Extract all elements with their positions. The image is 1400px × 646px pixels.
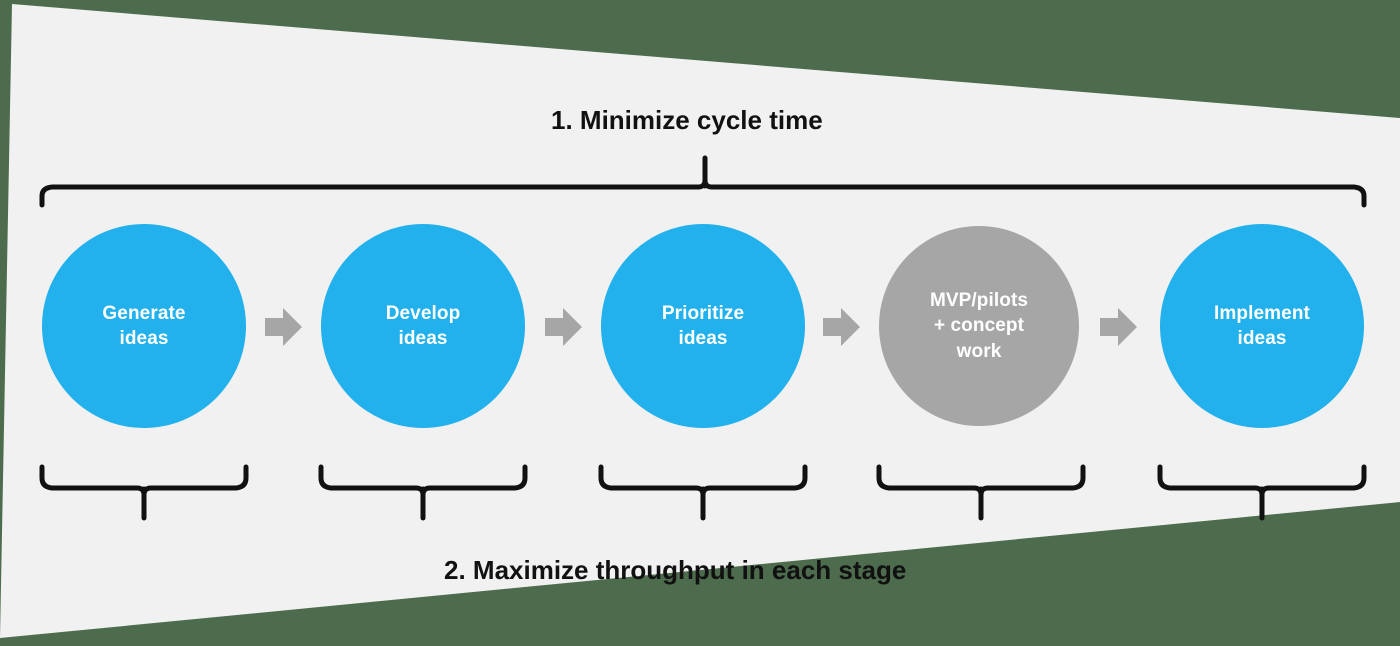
stage-node-implement-ideas[interactable]: Implement ideas <box>1160 224 1364 428</box>
stage-node-generate-ideas[interactable]: Generate ideas <box>42 224 246 428</box>
top-caption: 1. Minimize cycle time <box>551 105 823 135</box>
bottom-caption: 2. Maximize throughput in each stage <box>444 555 907 585</box>
arrow-right-icon-2 <box>545 308 582 346</box>
stage-label-develop-ideas: Develop ideas <box>385 302 461 349</box>
top-bracket <box>39 155 1367 208</box>
stage-node-develop-ideas[interactable]: Develop ideas <box>321 224 525 428</box>
bottom-bracket-prioritize-ideas <box>598 464 808 521</box>
stage-node-mvp-pilots[interactable]: MVP/pilots + concept work <box>879 226 1079 426</box>
arrow-right-icon-3 <box>823 308 860 346</box>
stage-label-prioritize-ideas: Prioritize ideas <box>661 302 745 349</box>
bottom-bracket-develop-ideas <box>318 464 528 521</box>
arrow-right-icon-1 <box>265 308 302 346</box>
stage-label-implement-ideas: Implement ideas <box>1214 302 1310 349</box>
bottom-brackets <box>39 464 1367 521</box>
stage-label-mvp-pilots: MVP/pilots + concept work <box>929 290 1029 362</box>
bottom-bracket-generate-ideas <box>39 464 249 521</box>
bottom-bracket-mvp-pilots <box>876 464 1086 521</box>
arrow-right-icon-4 <box>1100 308 1137 346</box>
bottom-bracket-implement-ideas <box>1157 464 1367 521</box>
stage-node-prioritize-ideas[interactable]: Prioritize ideas <box>601 224 805 428</box>
stage-label-generate-ideas: Generate ideas <box>102 302 186 349</box>
